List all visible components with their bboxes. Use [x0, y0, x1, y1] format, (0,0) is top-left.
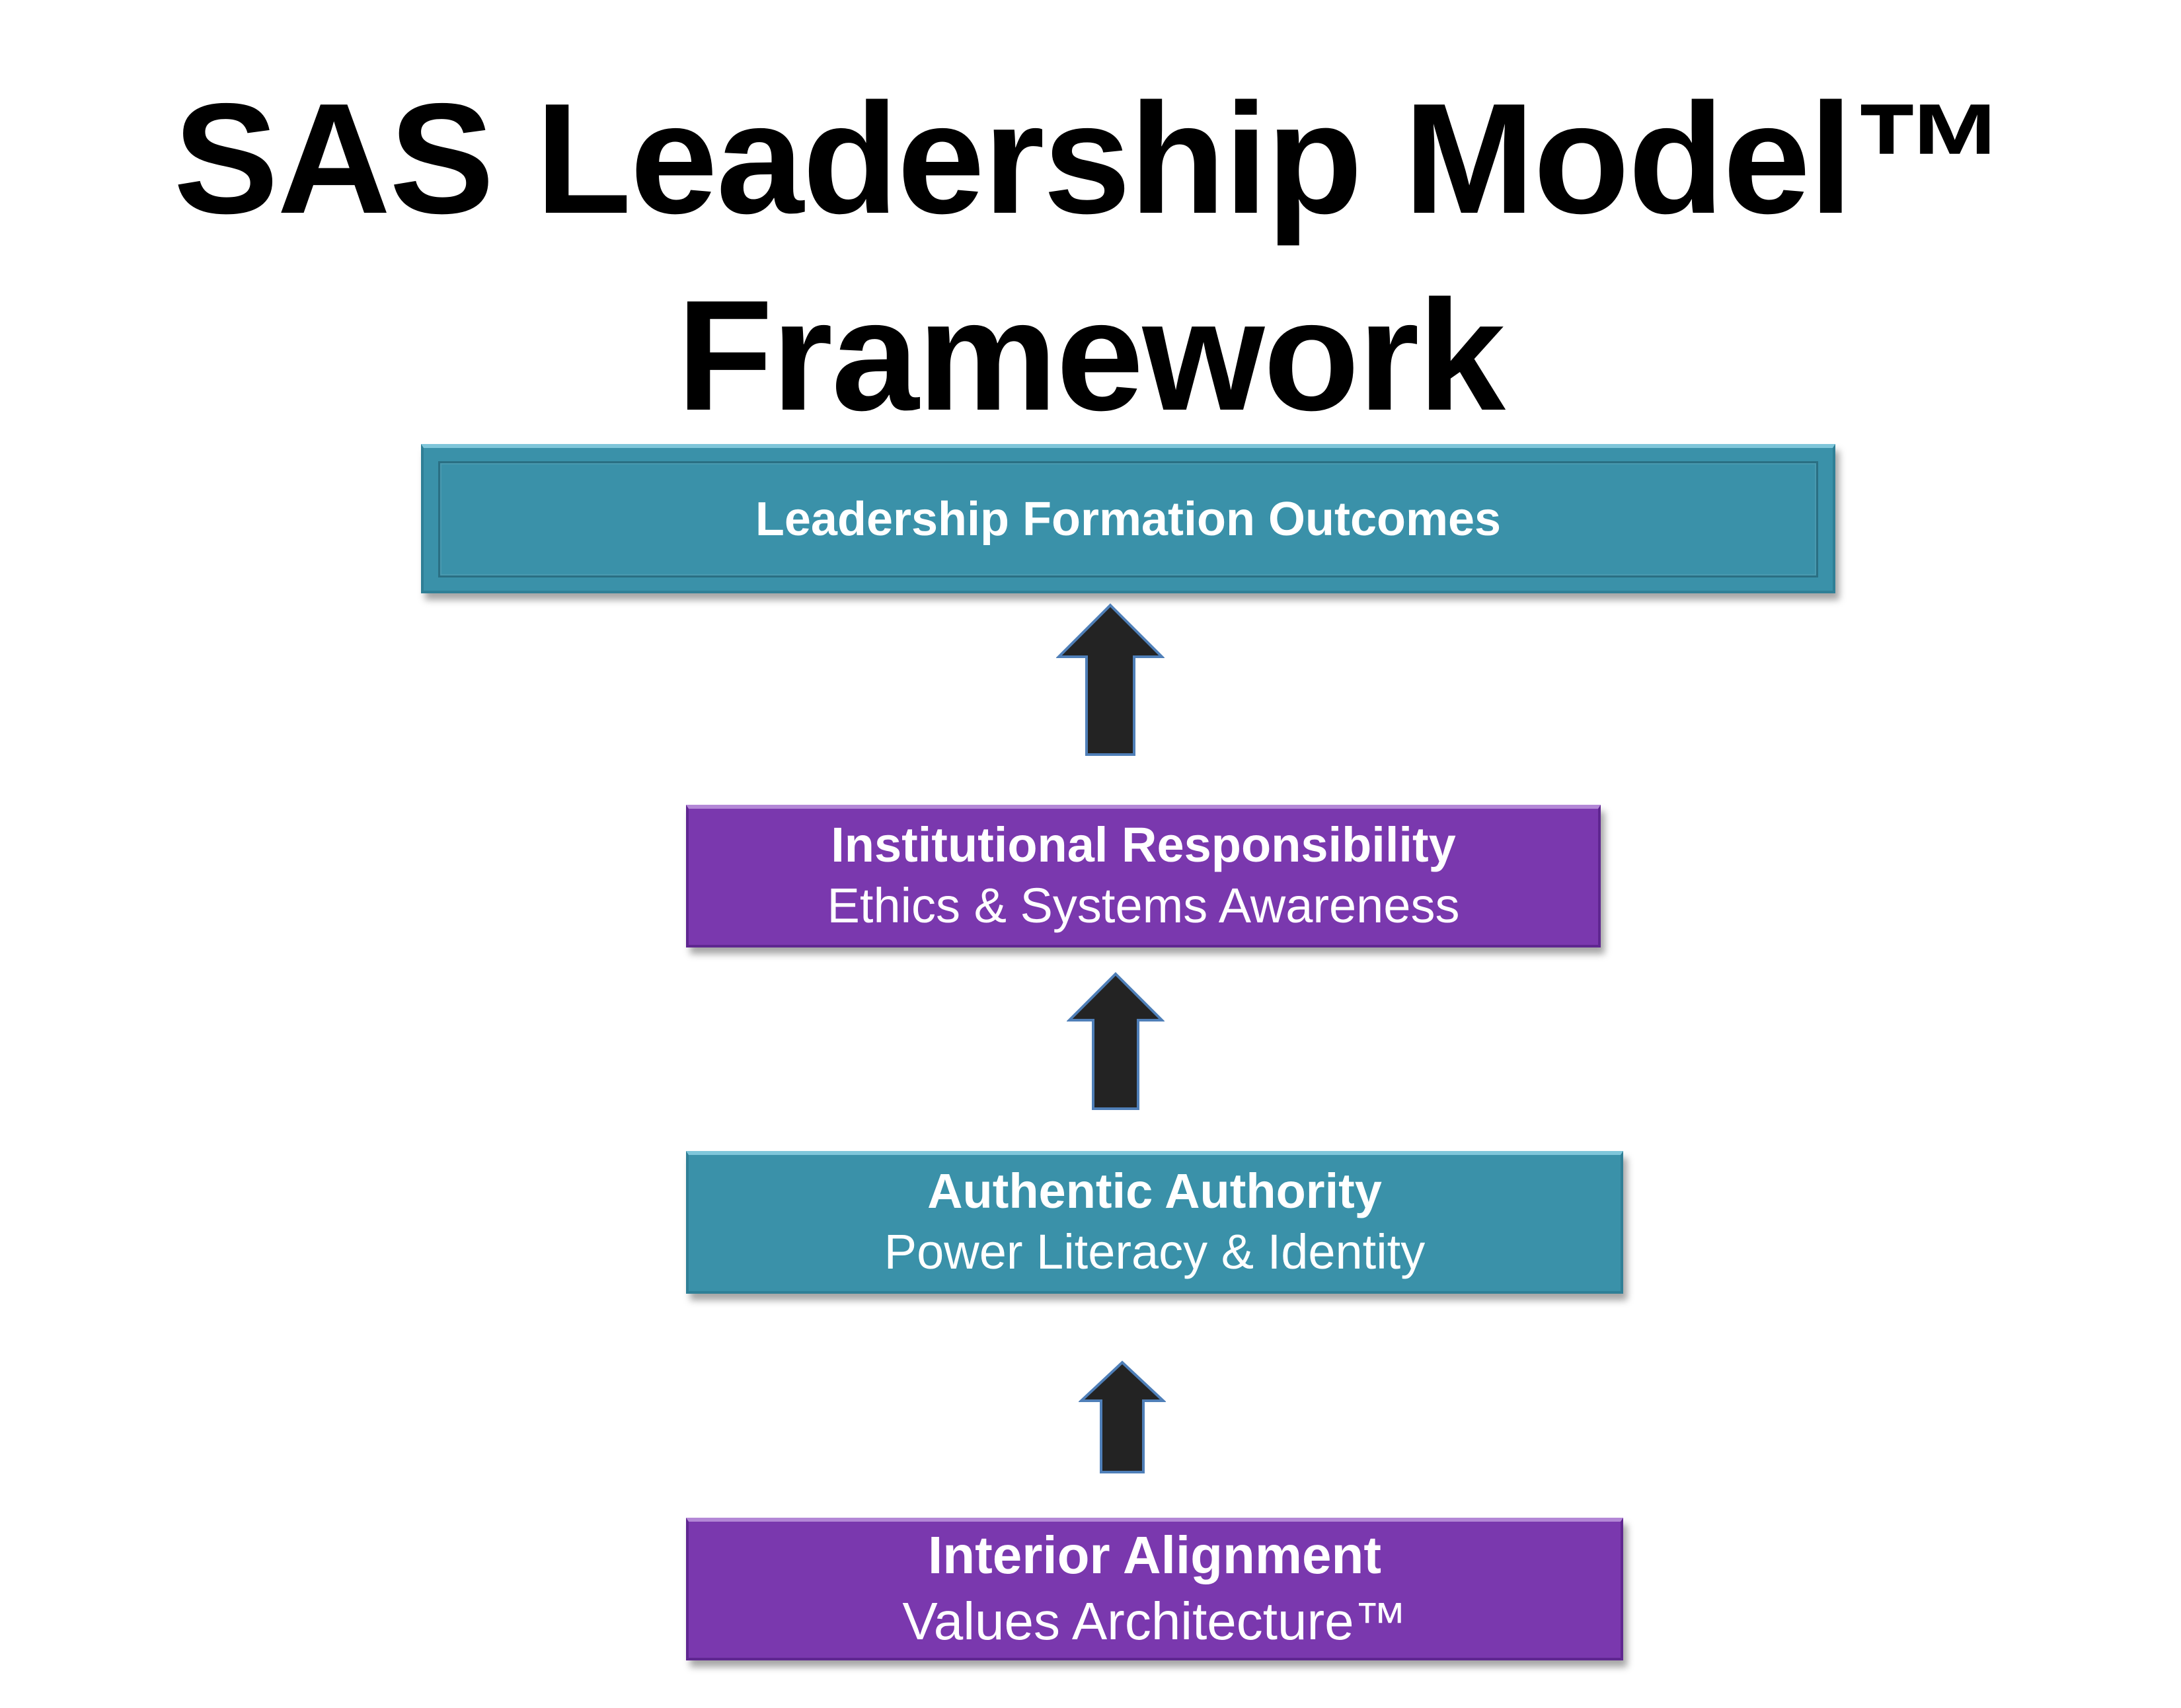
- level-subtitle: Ethics & Systems Awareness: [827, 878, 1460, 934]
- interior-alignment-box: Interior Alignment Values Architecture™: [686, 1518, 1623, 1660]
- outcomes-box: Leadership Formation Outcomes: [421, 444, 1835, 593]
- outcomes-label: Leadership Formation Outcomes: [755, 493, 1502, 546]
- level-title: Interior Alignment: [928, 1526, 1381, 1584]
- outcomes-inner-frame: [438, 461, 1818, 577]
- arrow-up-icon: [1079, 1360, 1166, 1476]
- arrow-up-icon: [1067, 971, 1165, 1113]
- institutional-responsibility-box: Institutional Responsibility Ethics & Sy…: [686, 805, 1601, 947]
- level-subtitle: Power Literacy & Identity: [884, 1224, 1426, 1280]
- page-title-line-2: Framework: [677, 268, 1506, 443]
- level-title: Authentic Authority: [927, 1163, 1382, 1218]
- arrow-up-icon: [1056, 603, 1165, 759]
- level-subtitle: Values Architecture™: [902, 1592, 1407, 1651]
- level-title: Institutional Responsibility: [831, 817, 1456, 872]
- authentic-authority-box: Authentic Authority Power Literacy & Ide…: [686, 1151, 1623, 1294]
- page-title-line-1: SAS Leadership Model™: [173, 71, 2009, 246]
